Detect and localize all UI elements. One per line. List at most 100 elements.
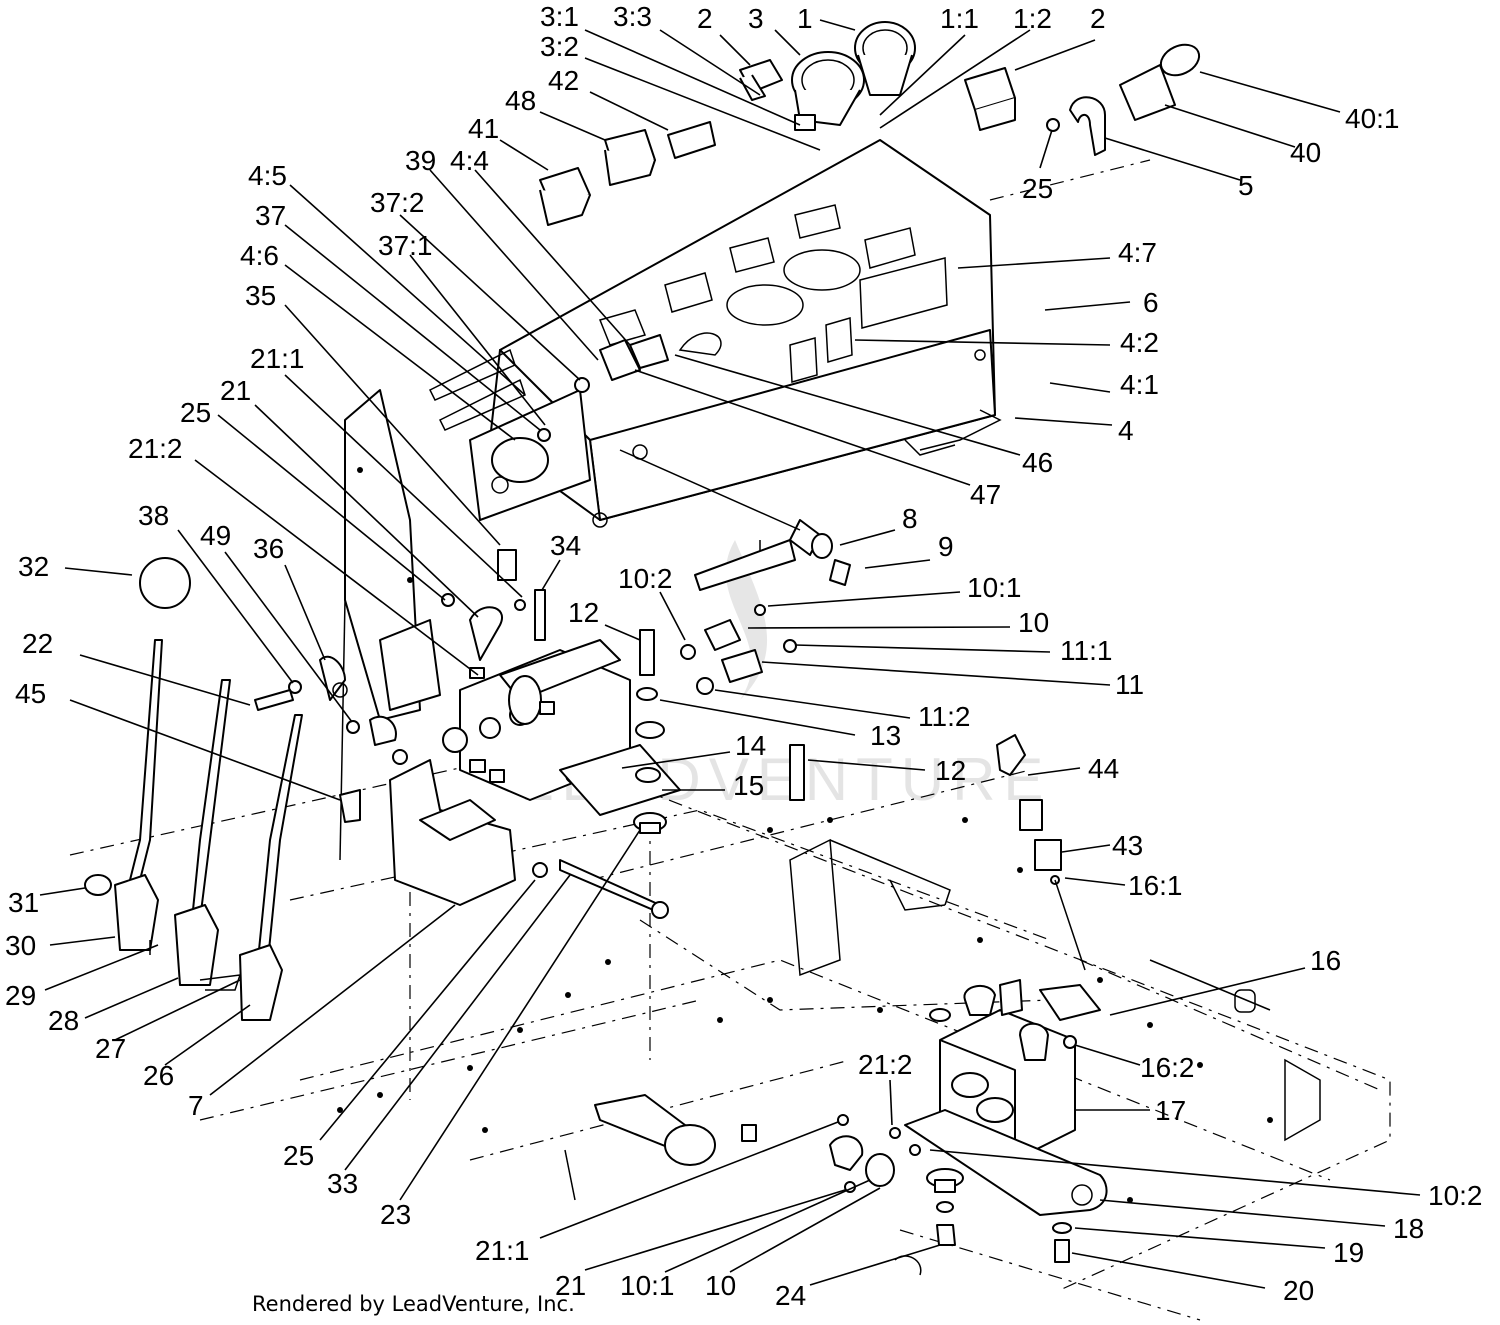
callout-c72: 10:2 [1428,1180,1483,1211]
callout-c79: 10 [705,1270,736,1301]
gauges [791,21,916,131]
callout-c80: 24 [775,1280,806,1311]
callout-c52: 13 [870,720,901,751]
callout-c74: 18 [1393,1213,1424,1244]
callout-c57: 43 [1112,830,1143,861]
control-panel-box [428,139,1002,528]
callout-c31: 47 [970,479,1001,510]
rocker-switches [539,59,1016,226]
callout-c3: 2 [697,3,713,34]
fittings-10-11 [680,604,797,695]
callout-c62: 16 [1310,945,1341,976]
callout-c24: 35 [245,280,276,311]
callout-c2: 3:3 [613,1,652,32]
callout-c59: 16:1 [1128,870,1183,901]
callout-c40: 36 [253,533,284,564]
callout-c76: 19 [1333,1237,1364,1268]
callout-c5: 1 [797,3,813,34]
callout-labels: 3:1 3:3 2 3 1 1:1 1:2 2 3:2 42 48 41 40:… [5,1,1483,1311]
valve-block-17 [904,979,1108,1216]
callout-c66: 16:2 [1140,1052,1195,1083]
callout-c77: 21 [555,1270,586,1301]
callout-c41: 34 [550,530,581,561]
lower-fittings [829,1114,1072,1263]
hose-fittings-43-44 [996,734,1086,971]
callout-c15: 5 [1238,170,1254,201]
callout-c21: 37:2 [370,187,425,218]
callout-c67: 21:2 [858,1049,913,1080]
callout-c35: 21:2 [128,433,183,464]
mount-plate-and-isolators [532,589,805,919]
callout-c30: 46 [1022,447,1053,478]
callout-c50: 45 [15,678,46,709]
callout-c14: 40 [1290,137,1321,168]
callout-c16: 25 [1022,173,1053,204]
callout-c26: 6 [1143,287,1159,318]
callout-c29: 4 [1118,415,1134,446]
callout-c9: 3:2 [540,31,579,62]
hydraulic-valve-block [441,549,631,801]
callout-c55: 44 [1088,753,1119,784]
callout-c45: 12 [568,597,599,628]
callout-c56: 15 [733,770,764,801]
callout-c39: 49 [200,520,231,551]
callout-c6: 1:1 [940,3,979,34]
callout-c70: 25 [283,1140,314,1171]
callout-c61: 29 [5,980,36,1011]
callout-c19: 4:5 [248,160,287,191]
callout-c44: 10:1 [967,572,1022,603]
callout-c51: 11:2 [918,701,970,732]
callout-c58: 31 [8,887,39,918]
callout-c46: 10 [1018,607,1049,638]
callout-c38: 38 [138,500,169,531]
callout-c54: 12 [935,755,966,786]
support-bracket [339,389,441,861]
callout-c47: 22 [22,628,53,659]
callout-c65: 26 [143,1060,174,1091]
callout-c22: 37:1 [378,230,433,261]
callout-c42: 32 [18,551,49,582]
pivot-and-tubes [564,1094,922,1276]
frame-holes [337,817,1273,1203]
callout-c13: 40:1 [1345,103,1400,134]
callout-c37: 9 [938,531,954,562]
callout-c23: 4:6 [240,240,279,271]
callout-c27: 4:2 [1120,327,1159,358]
callout-c17: 39 [405,145,436,176]
callout-c60: 30 [5,930,36,961]
callout-c1: 3:1 [540,1,579,32]
callout-c12: 41 [468,113,499,144]
callout-c10: 42 [548,65,579,96]
control-levers [84,639,303,1021]
callout-c49: 11 [1115,669,1144,700]
callout-c7: 1:2 [1013,3,1052,34]
callout-c25: 4:7 [1118,237,1157,268]
callout-c33: 25 [180,397,211,428]
key-switch-and-plugs [491,334,851,591]
callout-c81: 20 [1283,1275,1314,1306]
callout-c34: 21 [220,375,251,406]
callout-c8: 2 [1090,3,1106,34]
callout-c78: 10:1 [620,1270,675,1301]
leader-lines [39,19,1421,1289]
frame-bracket [789,838,1321,1142]
callout-c18: 4:4 [450,145,489,176]
callout-c73: 23 [380,1199,411,1230]
callout-c69: 17 [1155,1095,1186,1126]
callout-c48: 11:1 [1060,635,1112,666]
callout-c28: 4:1 [1120,369,1159,400]
callout-c53: 14 [735,730,766,761]
callout-c20: 37 [255,200,286,231]
callout-c11: 48 [505,85,536,116]
valve-mount-bracket [254,655,516,906]
credit-text: Rendered by LeadVenture, Inc. [252,1292,575,1316]
callout-c75: 21:1 [475,1235,530,1266]
callout-c36: 8 [902,503,918,534]
knob-32 [139,557,191,609]
callout-c71: 33 [327,1168,358,1199]
callout-c32: 21:1 [250,343,305,374]
callout-c63: 28 [48,1005,79,1036]
horn-and-clamp [1046,43,1201,156]
callout-c64: 27 [95,1033,126,1064]
